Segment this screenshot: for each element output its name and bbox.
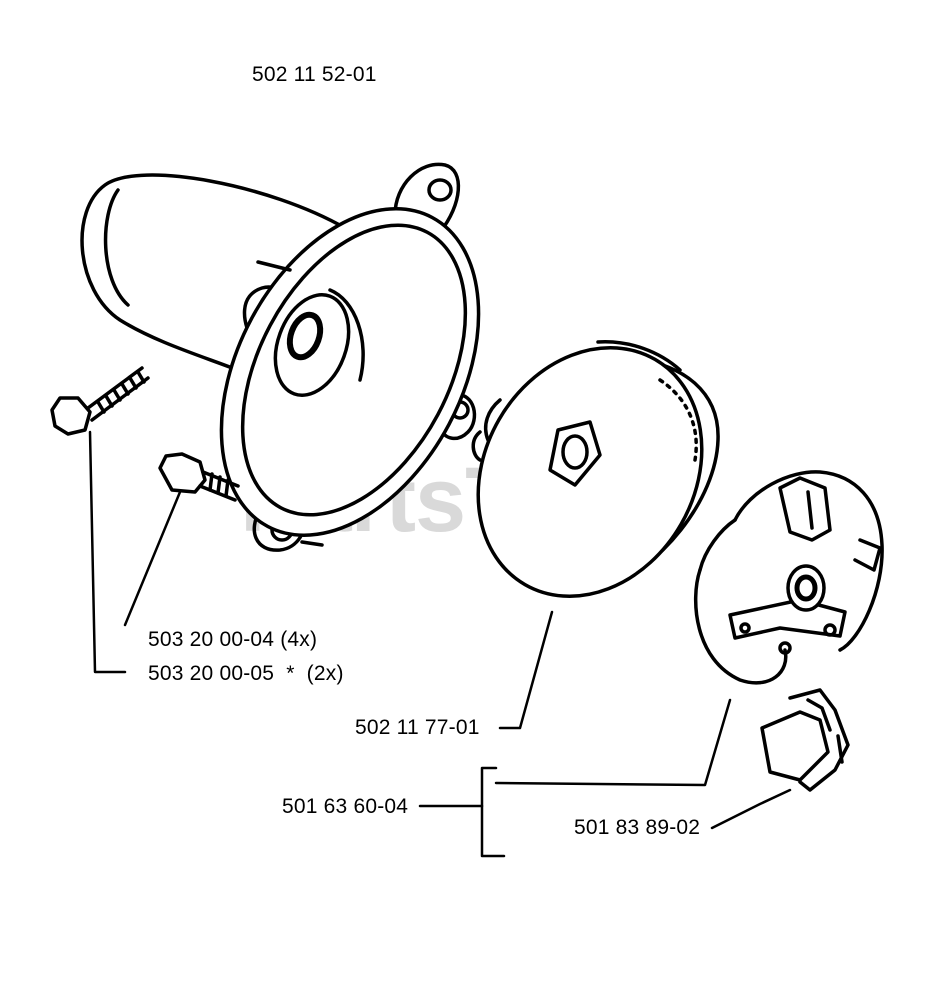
part-number-clutch-spring: 501 83 89-02 <box>574 816 701 839</box>
part-number-clutch-drum: 502 11 77-01 <box>355 716 480 739</box>
clutch-shoes <box>693 470 884 685</box>
spring-clip <box>760 688 850 792</box>
part-number-screw-b: 503 20 00-05 * (2x) <box>148 662 344 685</box>
part-number-screw-a: 503 20 00-04 (4x) <box>148 628 318 651</box>
screw-long <box>50 366 150 436</box>
screw-short <box>158 452 240 502</box>
part-number-clutch-assembly: 501 63 60-04 <box>282 795 409 818</box>
leader-lines <box>88 430 792 858</box>
part-number-clutch-housing: 502 11 52-01 <box>252 63 377 86</box>
clutch-drum <box>471 340 720 598</box>
clutch-housing <box>80 162 481 552</box>
